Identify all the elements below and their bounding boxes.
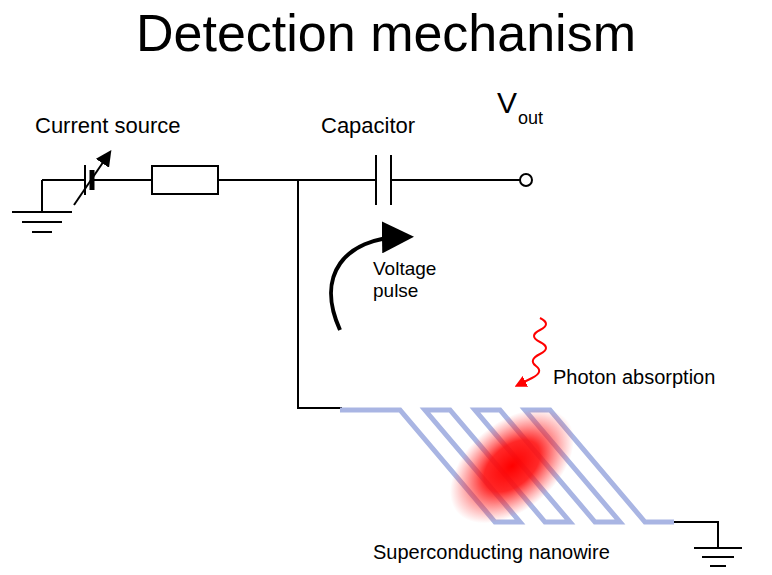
ground-symbol [694, 548, 742, 566]
diagram-title: Detection mechanism [136, 4, 636, 64]
signal-name: V [497, 86, 517, 121]
wire [42, 180, 718, 548]
capacitor-symbol [376, 155, 391, 205]
current-source-symbol [74, 155, 108, 205]
resistor-symbol [152, 166, 218, 194]
component-label: Superconducting nanowire [373, 541, 610, 564]
photon-wave [520, 318, 546, 384]
ground-symbol [12, 180, 72, 232]
signal-subscript: out [518, 108, 543, 129]
component-label: Current source [35, 113, 181, 138]
annotation: Photon absorption [553, 366, 715, 389]
hotspot [429, 386, 596, 546]
annotation: Voltage pulse [373, 258, 453, 302]
output-terminal [520, 174, 532, 186]
component-label: Capacitor [321, 113, 415, 138]
